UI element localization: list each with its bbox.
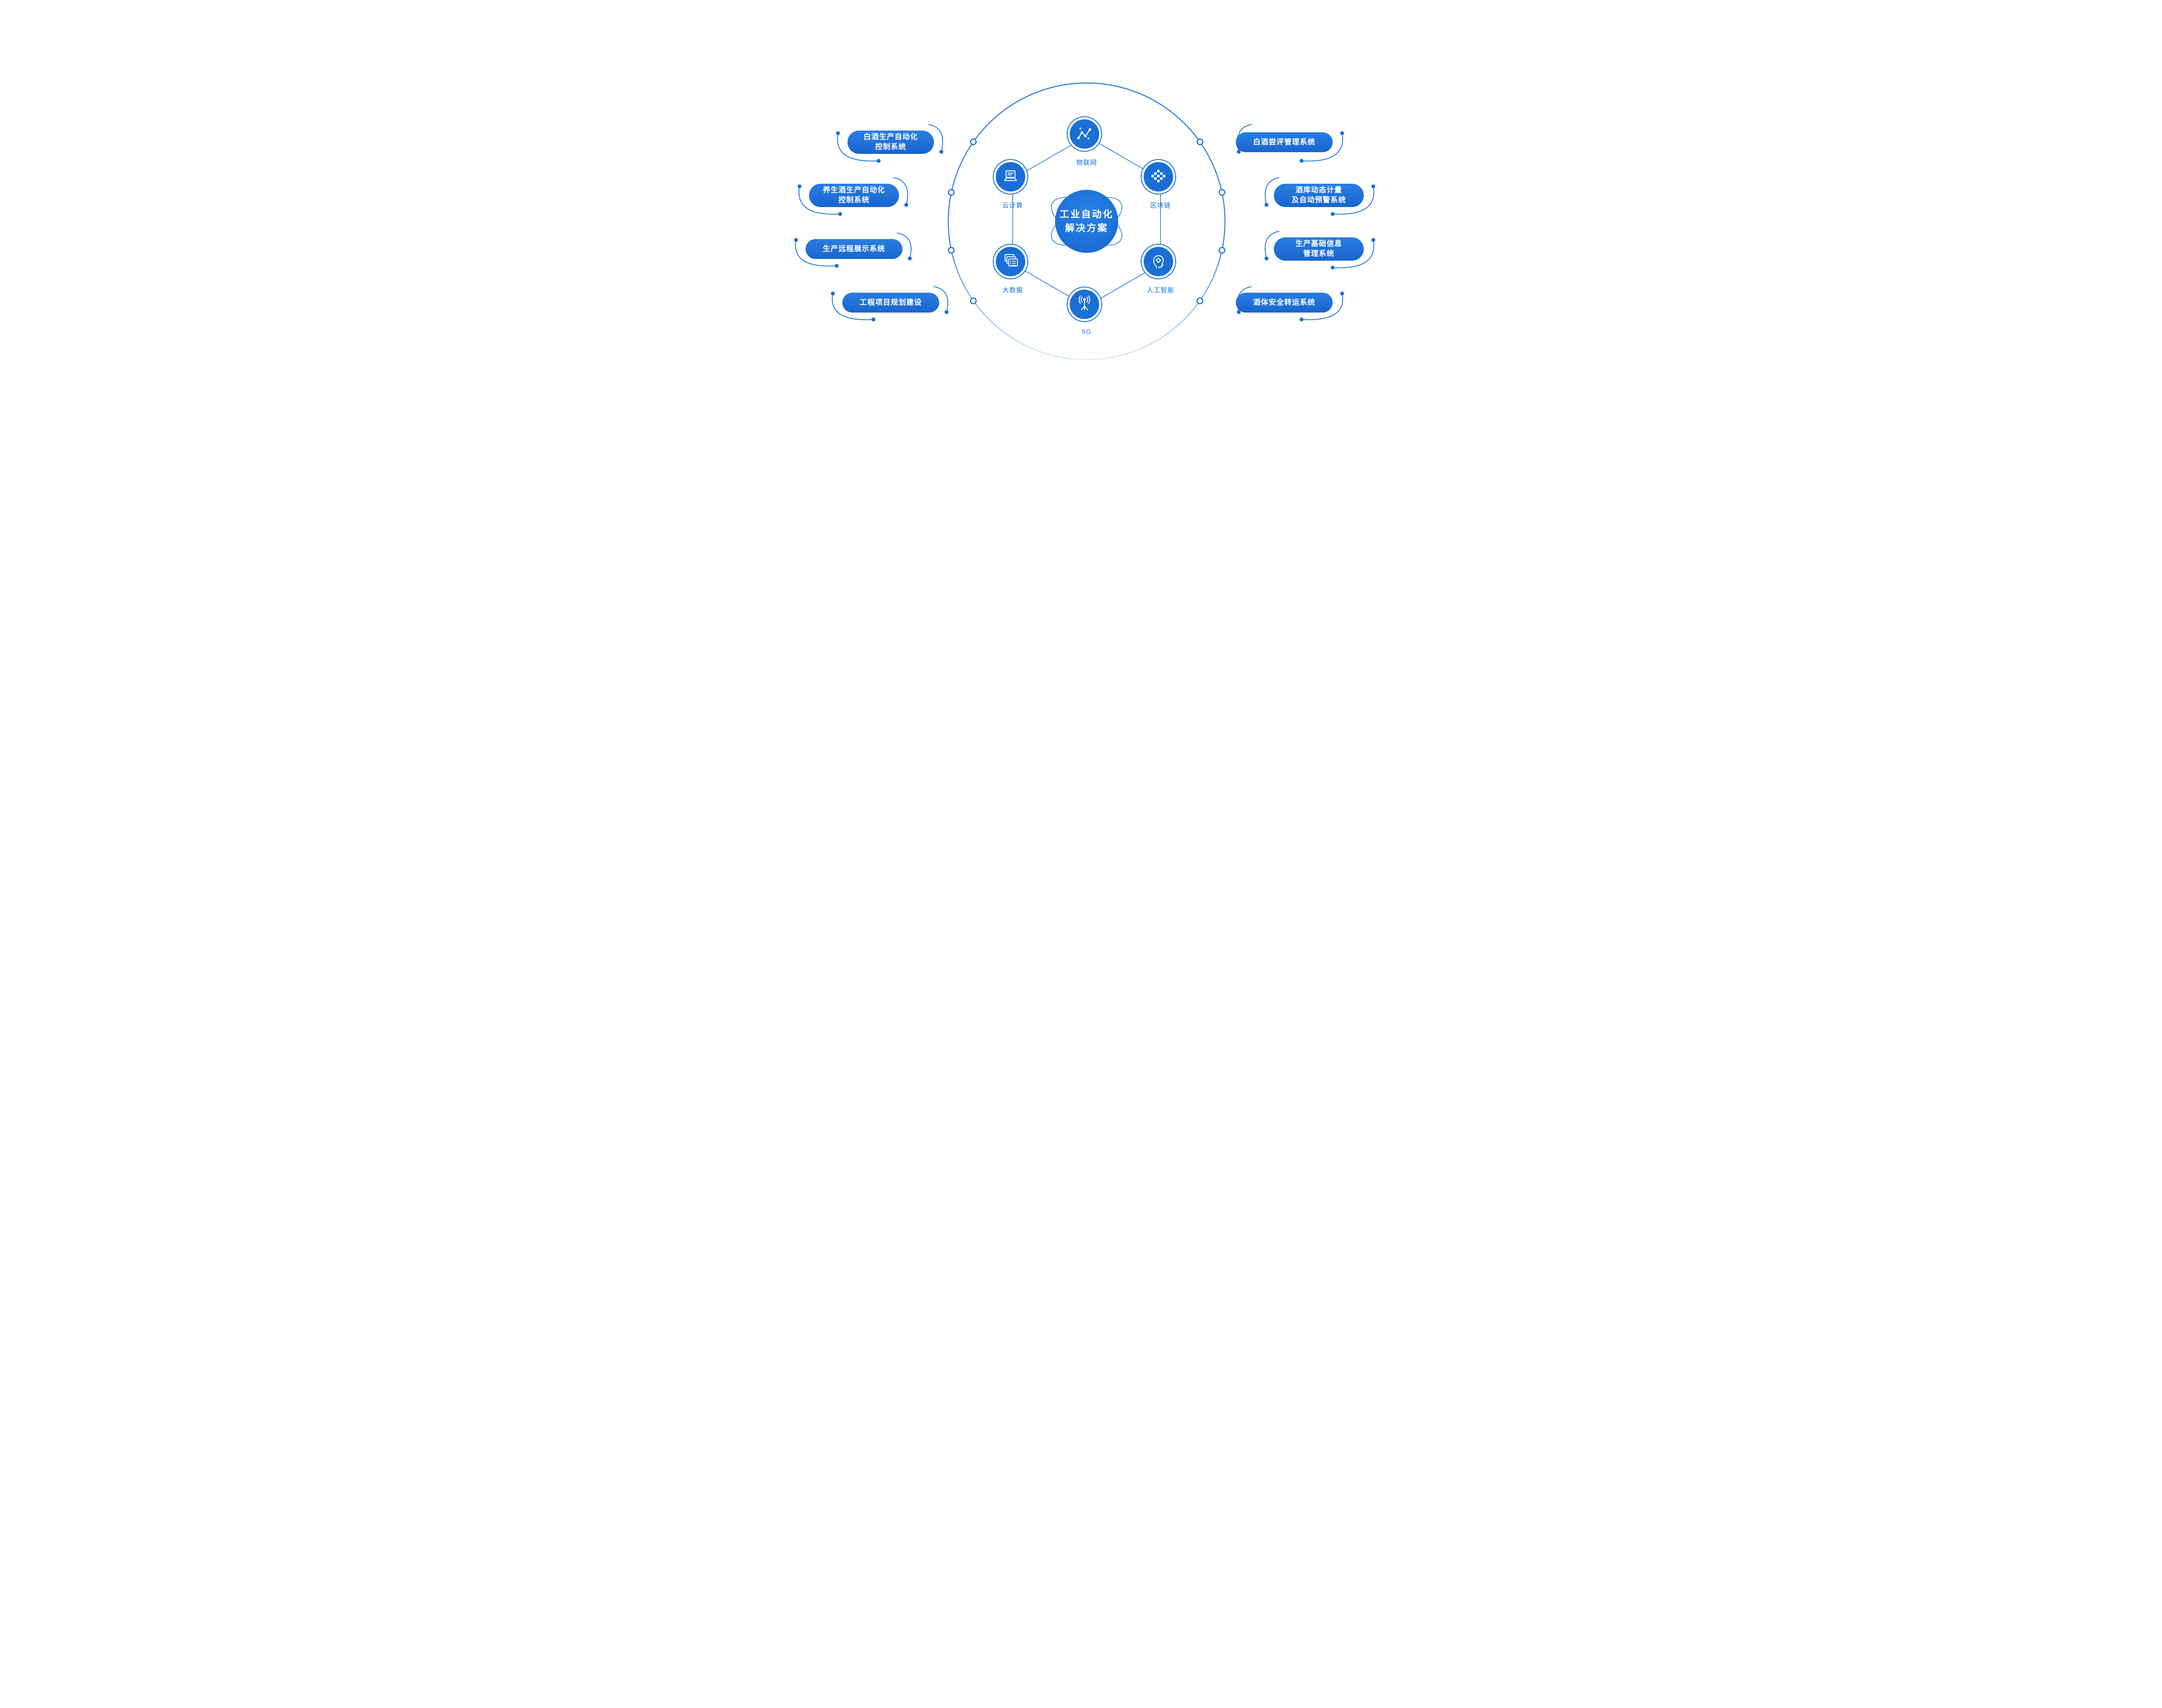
diagram-canvas: 工业自动化 解决方案 物联网 [748,0,1414,437]
pill-health-wine-automation: 养生酒生产自动化 控制系统 [809,184,899,207]
ai-icon [1148,252,1168,271]
node-label-blockchain: 区块链 [1150,202,1171,209]
hub-title-line1: 工业自动化 [1059,209,1114,220]
node-blockchain [1142,160,1175,194]
node-ai [1142,245,1175,278]
pill-text-line: 生产远程展示系统 [823,244,885,253]
node-label-bigdata: 大数据 [1002,287,1023,294]
node-cloud [994,160,1027,194]
bigdata-icon [1001,252,1020,271]
pill-tasting-management-system: 白酒尝评管理系统 [1236,132,1333,152]
cloud-computing-icon [1001,167,1020,187]
hub-industrial-automation: 工业自动化 解决方案 [1055,190,1118,253]
node-label-iot: 物联网 [1076,159,1097,166]
right-pill-swoosh-dots [1237,131,1375,322]
left-pill-swoosh-dots [794,131,949,322]
right-pill-swooshes [1237,124,1375,320]
pill-basic-info-management: 生产基础信息 管理系统 [1274,237,1364,261]
left-pill-swooshes [795,124,948,320]
outer-ring-dots [948,138,1225,304]
pill-text-line: 酒库动态计量 [1295,186,1342,195]
hub-title-line2: 解决方案 [1065,223,1108,233]
node-label-ai: 人工智能 [1146,287,1174,294]
pill-warehouse-metering-warning: 酒库动态计量 及自动预警系统 [1274,184,1364,207]
pill-text-line: 养生酒生产自动化 [823,186,885,195]
outer-ring [947,82,1226,361]
decoration-layer [794,82,1375,361]
iot-icon [1075,124,1094,144]
node-5g [1068,287,1101,321]
pill-baijiu-production-automation: 白酒生产自动化 控制系统 [848,131,934,154]
node-label-cloud: 云计算 [1002,202,1023,209]
pill-text-line: 管理系统 [1303,249,1334,258]
pill-remote-display-system: 生产远程展示系统 [806,239,902,259]
pill-text-line: 工程项目规划建设 [860,298,922,306]
pill-text-line: 白酒尝评管理系统 [1253,137,1315,146]
pill-text-line: 控制系统 [838,196,870,204]
node-iot [1068,117,1101,151]
node-label-5g: 5G [1081,328,1091,335]
5g-icon [1075,294,1094,314]
blockchain-icon [1148,167,1168,187]
pill-safe-transfer-system: 酒体安全转运系统 [1236,293,1333,313]
pill-text-line: 生产基础信息 [1295,239,1342,248]
node-bigdata [994,245,1027,278]
pill-text-line: 酒体安全转运系统 [1253,298,1315,306]
pill-text-line: 白酒生产自动化 [864,133,918,141]
pill-text-line: 及自动预警系统 [1292,196,1346,204]
pill-text-line: 控制系统 [875,143,906,151]
pill-project-planning-construction: 工程项目规划建设 [842,293,939,313]
